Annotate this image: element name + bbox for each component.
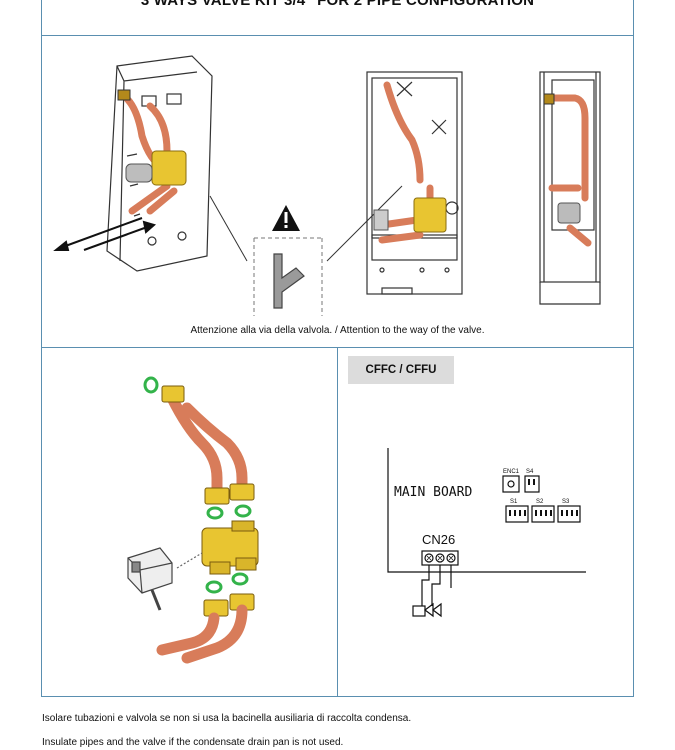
connector-label: CN26 <box>422 532 455 547</box>
wiring-schematic: MAIN BOARD CN26 ENC1 S4 S1 S2 S3 <box>387 448 586 618</box>
warning-icon <box>272 205 300 231</box>
exploded-kit-panel <box>41 347 338 697</box>
main-board-label: MAIN BOARD <box>394 485 472 500</box>
enc-label: ENC1 <box>503 469 520 475</box>
switch-label-s1: S1 <box>510 499 518 505</box>
unit-side-drawing <box>539 71 601 305</box>
note-english: Insulate pipes and the valve if the cond… <box>42 737 344 748</box>
page-title: 3 WAYS VALVE KIT 3/4" FOR 2 PIPE CONFIGU… <box>140 0 535 9</box>
valve-direction-caption: Attenzione alla via della valvola. / Att… <box>190 325 485 336</box>
unit-perspective-drawing <box>53 55 403 272</box>
installation-diagram-panel: Attenzione alla via della valvola. / Att… <box>41 36 634 348</box>
note-italian: Isolare tubazioni e valvola se non si us… <box>42 713 412 724</box>
title-box: 3 WAYS VALVE KIT 3/4" FOR 2 PIPE CONFIGU… <box>41 0 634 36</box>
unit-front-drawing <box>366 71 463 295</box>
switch-label-s4: S4 <box>526 469 534 475</box>
valve-kit-exploded-view <box>127 376 259 664</box>
valve-direction-symbol <box>253 237 323 316</box>
switch-label-s2: S2 <box>536 499 544 505</box>
wiring-diagram-panel: CFFC / CFFU <box>337 347 634 697</box>
switch-label-s3: S3 <box>562 499 570 505</box>
model-tag: CFFC / CFFU <box>348 356 454 384</box>
